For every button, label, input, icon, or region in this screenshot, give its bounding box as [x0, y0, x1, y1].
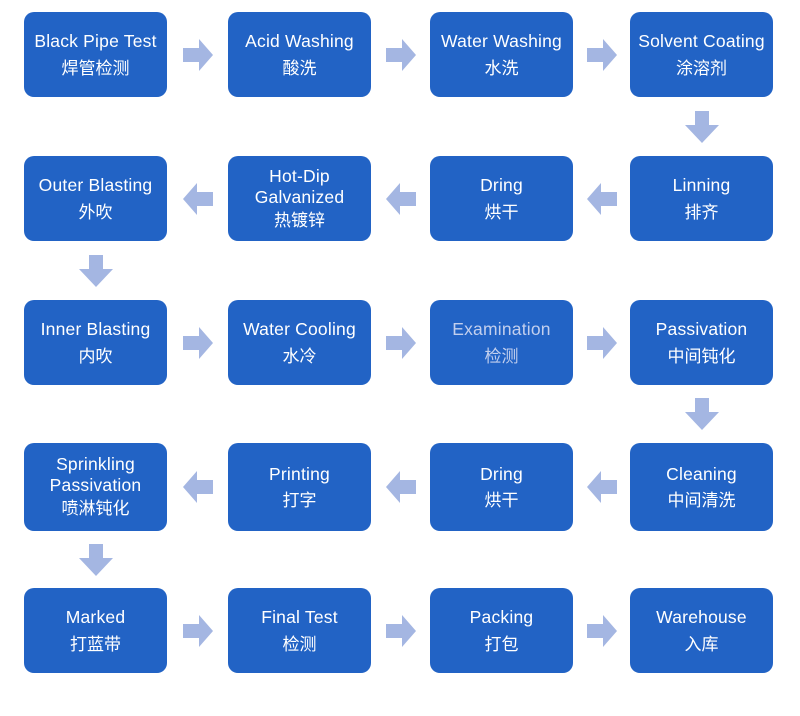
arrow-left-icon	[371, 156, 430, 241]
arrow-left-icon	[167, 156, 228, 241]
step-label-zh: 入库	[684, 634, 719, 654]
step-label-zh: 烘干	[484, 491, 519, 510]
step-dring-2: Dring 烘干	[430, 443, 573, 531]
arrow-right-icon	[573, 588, 630, 673]
step-water-cooling: Water Cooling 水冷	[228, 300, 371, 385]
step-passivation: Passivation 中间钝化	[630, 300, 773, 385]
step-label-en: Water Washing	[441, 31, 562, 52]
step-examination: Examination 检测	[430, 300, 573, 385]
step-label-en: Black Pipe Test	[34, 31, 157, 52]
step-label-zh: 烘干	[484, 202, 519, 222]
step-label-en: Final Test	[261, 607, 338, 628]
step-dring-1: Dring 烘干	[430, 156, 573, 241]
step-final-test: Final Test 检测	[228, 588, 371, 673]
step-label-en: Inner Blasting	[40, 319, 151, 340]
step-label-en: Examination	[452, 319, 551, 340]
step-label-zh: 热镀锌	[274, 210, 325, 230]
step-cleaning: Cleaning 中间清洗	[630, 443, 773, 531]
step-label-zh: 涂溶剂	[676, 58, 727, 78]
arrow-right-icon	[371, 300, 430, 385]
step-water-washing: Water Washing 水洗	[430, 12, 573, 97]
step-label-en: Solvent Coating	[638, 31, 765, 52]
step-warehouse: Warehouse 入库	[630, 588, 773, 673]
arrow-right-icon	[167, 300, 228, 385]
step-label-zh: 打蓝带	[70, 634, 121, 654]
step-label-en: Cleaning	[666, 463, 737, 484]
arrow-left-icon	[167, 443, 228, 531]
step-label-zh: 外吹	[78, 202, 113, 222]
step-label-zh: 内吹	[78, 346, 113, 366]
step-label-en: Printing	[269, 463, 330, 484]
step-label-zh: 中间清洗	[667, 491, 736, 510]
arrow-right-icon	[167, 588, 228, 673]
step-label-zh: 排齐	[684, 202, 719, 222]
arrow-right-icon	[167, 12, 228, 97]
step-label-zh: 水洗	[484, 58, 519, 78]
step-label-zh: 焊管检测	[61, 58, 130, 78]
step-label-en: Linning	[672, 175, 731, 196]
step-label-zh: 检测	[282, 634, 317, 654]
step-label-zh: 酸洗	[282, 58, 317, 78]
step-label-en: Warehouse	[656, 607, 747, 628]
step-label-en: Acid Washing	[245, 31, 354, 52]
step-label-en: Passivation	[655, 319, 748, 340]
step-label-en: Packing	[469, 607, 534, 628]
step-inner-blasting: Inner Blasting 内吹	[24, 300, 167, 385]
step-label-en: Dring	[480, 175, 523, 196]
step-packing: Packing 打包	[430, 588, 573, 673]
arrow-right-icon	[573, 300, 630, 385]
arrow-down-icon	[630, 385, 773, 443]
step-label-en: Water Cooling	[243, 319, 356, 340]
arrow-left-icon	[573, 156, 630, 241]
step-label-zh: 中间钝化	[667, 346, 736, 366]
step-printing: Printing 打字	[228, 443, 371, 531]
step-marked: Marked 打蓝带	[24, 588, 167, 673]
step-acid-washing: Acid Washing 酸洗	[228, 12, 371, 97]
arrow-down-icon	[24, 241, 167, 300]
step-solvent-coating: Solvent Coating 涂溶剂	[630, 12, 773, 97]
step-sprinkling-passivation: Sprinkling Passivation 喷淋钝化	[24, 443, 167, 531]
step-label-zh: 水冷	[282, 346, 317, 366]
step-label-en: Dring	[480, 463, 523, 484]
arrow-down-icon	[24, 531, 167, 588]
step-label-en: Hot-Dip Galvanized	[254, 165, 345, 207]
step-hot-dip-galvanized: Hot-Dip Galvanized 热镀锌	[228, 156, 371, 241]
step-label-en: Marked	[65, 607, 126, 628]
step-label-zh: 检测	[484, 346, 519, 366]
step-linning: Linning 排齐	[630, 156, 773, 241]
step-black-pipe-test: Black Pipe Test 焊管检测	[24, 12, 167, 97]
step-label-en: Sprinkling Passivation	[49, 454, 142, 496]
arrow-right-icon	[371, 12, 430, 97]
step-label-en: Outer Blasting	[38, 175, 153, 196]
step-label-zh: 喷淋钝化	[61, 499, 130, 519]
arrow-down-icon	[630, 97, 773, 156]
step-outer-blasting: Outer Blasting 外吹	[24, 156, 167, 241]
step-label-zh: 打包	[484, 634, 519, 654]
arrow-right-icon	[371, 588, 430, 673]
step-label-zh: 打字	[282, 491, 317, 510]
arrow-left-icon	[573, 443, 630, 531]
arrow-left-icon	[371, 443, 430, 531]
arrow-right-icon	[573, 12, 630, 97]
